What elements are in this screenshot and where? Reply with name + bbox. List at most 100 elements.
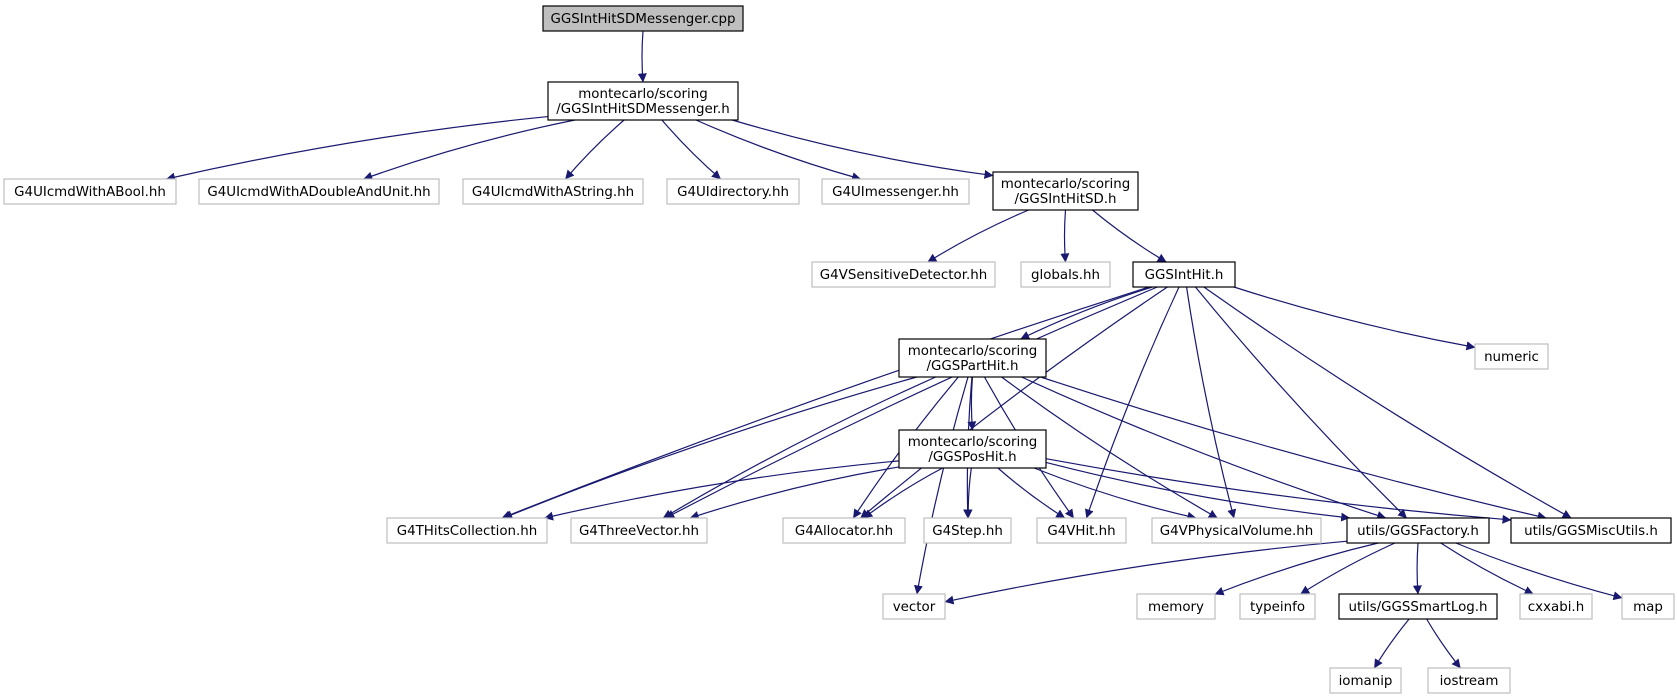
- edge-inthit-to-numeric: [1233, 286, 1476, 351]
- node-label: G4UIcmdWithADoubleAndUnit.hh: [207, 185, 430, 200]
- edge-inthit-to-parth: [1020, 286, 1153, 340]
- node-label: globals.hh: [1031, 268, 1100, 283]
- node-label: G4UIcmdWithABool.hh: [14, 185, 166, 200]
- node-label: /GGSPartHit.h: [927, 359, 1019, 374]
- node-step: G4Step.hh: [923, 517, 1012, 544]
- edge-msgh-to-sdh: [732, 119, 994, 179]
- node-misc[interactable]: utils/GGSMiscUtils.h: [1510, 517, 1672, 544]
- node-vphys: G4VPhysicalVolume.hh: [1151, 517, 1322, 544]
- node-label: map: [1633, 600, 1663, 615]
- node-label: G4Allocator.hh: [795, 524, 893, 539]
- edge-parth-to-vphys: [1001, 376, 1218, 519]
- node-typeinfo: typeinfo: [1239, 593, 1316, 620]
- node-vsd: G4VSensitiveDetector.hh: [811, 261, 996, 288]
- node-label: montecarlo/scoring: [1001, 177, 1130, 192]
- node-label: /GGSIntHitSD.h: [1014, 192, 1116, 207]
- node-label: cxxabi.h: [1528, 600, 1584, 615]
- node-slog[interactable]: utils/GGSSmartLog.h: [1338, 593, 1498, 620]
- edge-sdh-to-glob: [1060, 209, 1070, 263]
- edge-parth-to-thits: [503, 376, 917, 519]
- node-label: G4ThreeVector.hh: [579, 524, 699, 539]
- node-map: map: [1621, 593, 1675, 620]
- node-fact[interactable]: utils/GGSFactory.h: [1346, 517, 1490, 544]
- edge-posh-to-misc: [1045, 458, 1512, 524]
- node-cxxabi: cxxabi.h: [1519, 593, 1593, 620]
- edge-slog-to-iostream: [1426, 618, 1461, 669]
- node-label: iostream: [1440, 674, 1499, 689]
- node-label: montecarlo/scoring: [908, 344, 1037, 359]
- node-memory: memory: [1136, 593, 1216, 620]
- node-label: vector: [893, 600, 936, 615]
- edge-inthit-to-vhit: [1084, 286, 1180, 519]
- edge-msgh-to-str: [564, 119, 625, 180]
- node-msgh[interactable]: montecarlo/scoring/GGSIntHitSDMessenger.…: [547, 81, 739, 121]
- node-label: montecarlo/scoring: [908, 435, 1037, 450]
- edge-posh-to-vhit: [997, 467, 1066, 519]
- edge-posh-to-alloc: [863, 467, 943, 519]
- edge-inthit-to-fact: [1194, 286, 1407, 519]
- node-dbl: G4UIcmdWithADoubleAndUnit.hh: [198, 178, 440, 205]
- nodes-layer: GGSIntHitSDMessenger.cpp montecarlo/scori…: [3, 5, 1675, 694]
- node-alloc: G4Allocator.hh: [782, 517, 906, 544]
- node-label: G4UIcmdWithAString.hh: [472, 185, 634, 200]
- node-inthit[interactable]: GGSIntHit.h: [1132, 261, 1236, 288]
- edge-fact-to-map: [1455, 542, 1623, 601]
- node-label: /GGSIntHitSDMessenger.h: [556, 102, 730, 117]
- node-label: utils/GGSSmartLog.h: [1348, 600, 1487, 615]
- node-label: G4VPhysicalVolume.hh: [1160, 524, 1314, 539]
- node-iostream: iostream: [1427, 667, 1511, 694]
- node-label: utils/GGSFactory.h: [1357, 524, 1479, 539]
- edge-sdh-to-vsd: [927, 209, 1029, 263]
- edge-parth-to-fact: [1021, 376, 1387, 520]
- edge-parth-to-vector: [914, 376, 969, 595]
- node-numeric: numeric: [1474, 343, 1549, 370]
- node-glob: globals.hh: [1020, 261, 1111, 288]
- node-bool: G4UIcmdWithABool.hh: [3, 178, 177, 205]
- node-label: utils/GGSMiscUtils.h: [1524, 524, 1658, 539]
- node-thits: G4THitsCollection.hh: [386, 517, 548, 544]
- node-vhit: G4VHit.hh: [1036, 517, 1127, 544]
- edge-inthit-to-alloc: [860, 286, 1168, 519]
- node-label: numeric: [1484, 350, 1539, 365]
- edge-inthit-to-thits: [501, 286, 1150, 520]
- edge-msgh-to-dbl: [363, 119, 576, 181]
- edge-posh-to-thits: [544, 460, 900, 521]
- edge-fact-to-vector: [944, 540, 1348, 605]
- edge-msgh-to-dir: [661, 119, 721, 180]
- edge-parth-to-misc: [1040, 376, 1547, 521]
- edges-layer: [165, 30, 1623, 669]
- node-label: G4UIdirectory.hh: [677, 185, 789, 200]
- node-sdh[interactable]: montecarlo/scoring/GGSIntHitSD.h: [992, 171, 1139, 211]
- node-label: montecarlo/scoring: [578, 87, 707, 102]
- node-parth[interactable]: montecarlo/scoring/GGSPartHit.h: [898, 338, 1047, 378]
- edge-sdh-to-inthit: [1092, 209, 1167, 263]
- edge-inthit-to-three: [665, 286, 1158, 519]
- node-str: G4UIcmdWithAString.hh: [462, 178, 644, 205]
- node-label: /GGSPosHit.h: [928, 450, 1016, 465]
- edge-posh-to-fact: [1045, 461, 1351, 522]
- node-label: G4THitsCollection.hh: [397, 524, 538, 539]
- node-dir: G4UIdirectory.hh: [666, 178, 800, 205]
- edge-parth-to-three: [662, 376, 937, 519]
- edge-msgh-to-bool: [165, 115, 549, 182]
- node-label: G4Step.hh: [932, 524, 1003, 539]
- edge-fact-to-memory: [1214, 542, 1379, 596]
- edge-fact-to-slog: [1412, 542, 1422, 595]
- node-label: G4VHit.hh: [1047, 524, 1115, 539]
- edge-posh-to-vphys: [1033, 467, 1197, 521]
- node-posh[interactable]: montecarlo/scoring/GGSPosHit.h: [898, 429, 1047, 469]
- node-mess: G4UImessenger.hh: [821, 178, 970, 205]
- node-label: memory: [1148, 600, 1204, 615]
- node-label: iomanip: [1339, 674, 1393, 689]
- node-label: typeinfo: [1250, 600, 1305, 615]
- node-cpp[interactable]: GGSIntHitSDMessenger.cpp: [542, 5, 744, 32]
- edge-posh-to-three: [689, 466, 900, 520]
- edge-slog-to-iomanip: [1373, 618, 1410, 669]
- node-label: G4UImessenger.hh: [832, 185, 959, 200]
- edge-inthit-to-misc: [1203, 286, 1572, 519]
- edge-msgh-to-mess: [695, 119, 862, 182]
- edge-cpp-to-msgh: [637, 30, 647, 83]
- node-label: GGSIntHitSDMessenger.cpp: [551, 12, 736, 27]
- edge-fact-to-typeinfo: [1300, 542, 1396, 595]
